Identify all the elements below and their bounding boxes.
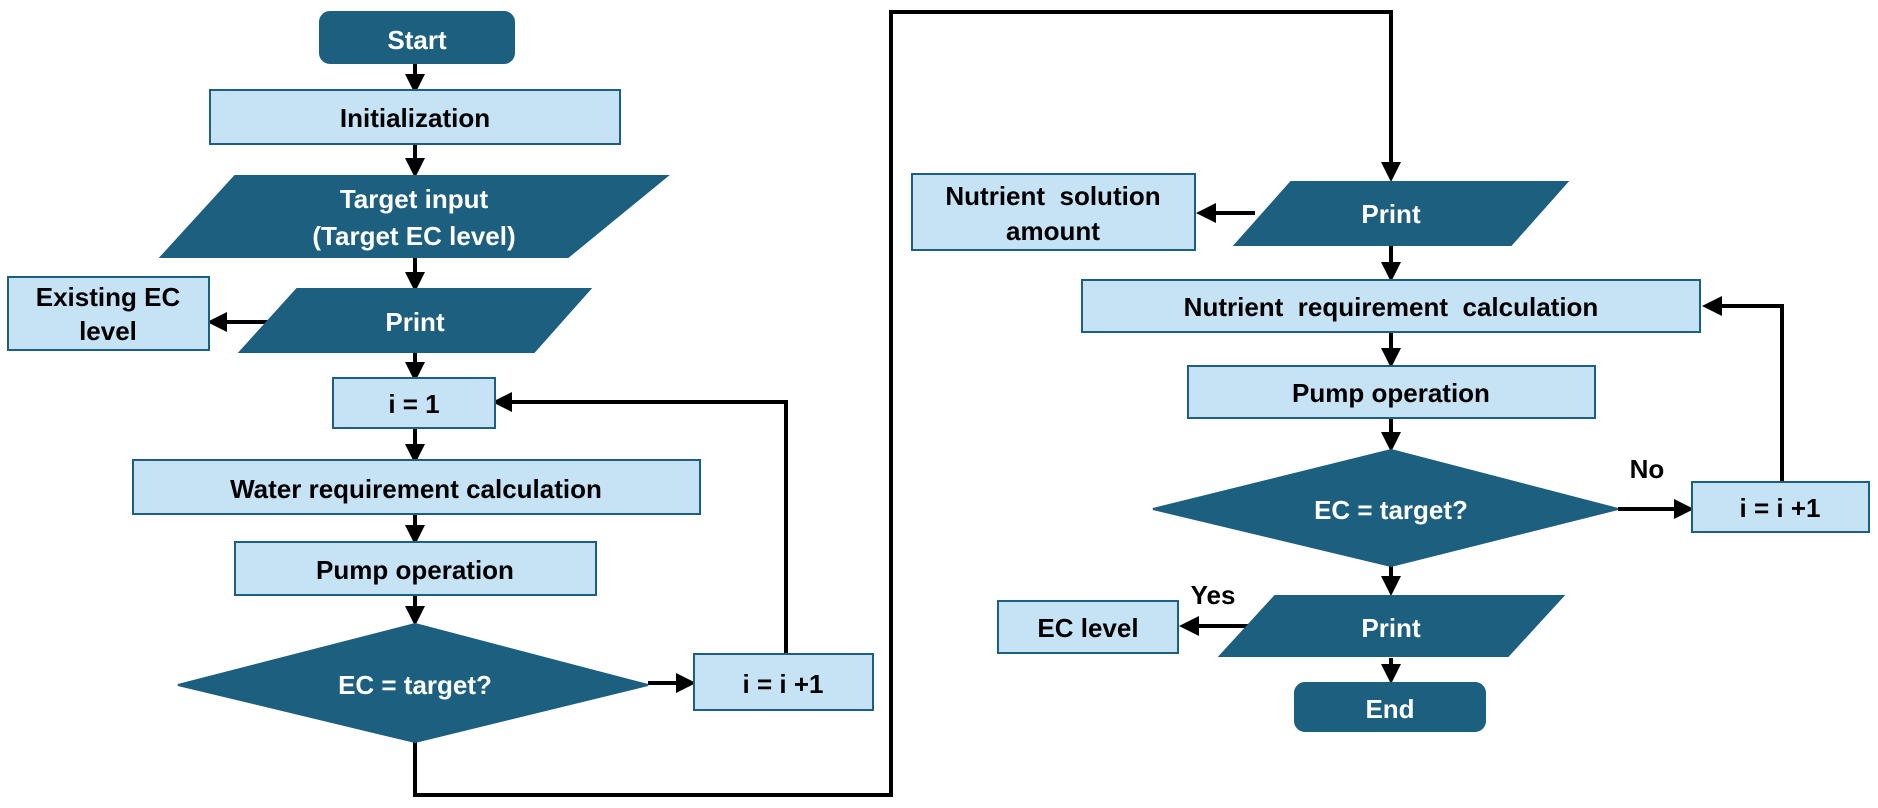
ec-level-label: EC level	[1037, 613, 1138, 643]
i-init-label: i = 1	[388, 389, 439, 419]
decision2-label: EC = target?	[1314, 495, 1468, 525]
existing-ec-level-box: Existing EC level	[7, 276, 210, 351]
decision-ec-target-2: EC = target?	[1152, 448, 1619, 568]
start-label: Start	[387, 25, 447, 55]
target-input-label-line1: Target input	[340, 184, 489, 214]
print2-label: Print	[1361, 199, 1421, 229]
nutrient-amount-label-line1: Nutrient solution	[945, 181, 1160, 211]
print-nutrient-parallelogram: Print	[1232, 181, 1570, 246]
no-label: No	[1630, 454, 1665, 484]
nutrient-requirement-label: Nutrient requirement calculation	[1184, 292, 1599, 322]
increment-box-2: i = i +1	[1691, 481, 1870, 533]
loop-incr2-to-nutrient-calc	[1702, 296, 1784, 482]
pump2-label: Pump operation	[1292, 378, 1490, 408]
path-decision1-to-print2	[413, 10, 1401, 797]
existing-ec-label-line2: level	[79, 316, 137, 346]
initialization-box: Initialization	[209, 89, 621, 145]
water-requirement-label: Water requirement calculation	[230, 474, 602, 504]
target-input-label-line2: (Target EC level)	[312, 221, 515, 251]
end-terminal: End	[1294, 682, 1486, 732]
target-input-parallelogram: Target input (Target EC level)	[158, 175, 670, 258]
ec-level-box: EC level	[997, 600, 1179, 654]
decision1-label: EC = target?	[338, 670, 492, 700]
pump1-label: Pump operation	[316, 555, 514, 585]
decision-ec-target-1: EC = target?	[177, 622, 649, 744]
print-existing-parallelogram: Print	[237, 288, 593, 353]
existing-ec-label-line1: Existing EC	[36, 282, 181, 312]
print3-label: Print	[1361, 613, 1421, 643]
print-ec-parallelogram: Print	[1217, 595, 1566, 657]
end-label: End	[1365, 694, 1414, 724]
nutrient-solution-amount-box: Nutrient solution amount	[911, 173, 1196, 251]
pump-operation-box-1: Pump operation	[234, 541, 597, 596]
yes-label: Yes	[1191, 580, 1236, 610]
water-requirement-box: Water requirement calculation	[132, 459, 701, 515]
loop-incr1-to-iinit	[492, 392, 788, 654]
i-init-box: i = 1	[332, 377, 496, 429]
nutrient-requirement-box: Nutrient requirement calculation	[1081, 279, 1701, 333]
increment-box-1: i = i +1	[693, 653, 874, 711]
nutrient-amount-label-line2: amount	[1006, 216, 1100, 246]
start-terminal: Start	[319, 11, 515, 64]
incr2-label: i = i +1	[1740, 493, 1821, 523]
initialization-label: Initialization	[340, 103, 490, 133]
incr1-label: i = i +1	[743, 669, 824, 699]
connectors	[207, 10, 1784, 797]
pump-operation-box-2: Pump operation	[1187, 365, 1596, 419]
print1-label: Print	[385, 307, 445, 337]
